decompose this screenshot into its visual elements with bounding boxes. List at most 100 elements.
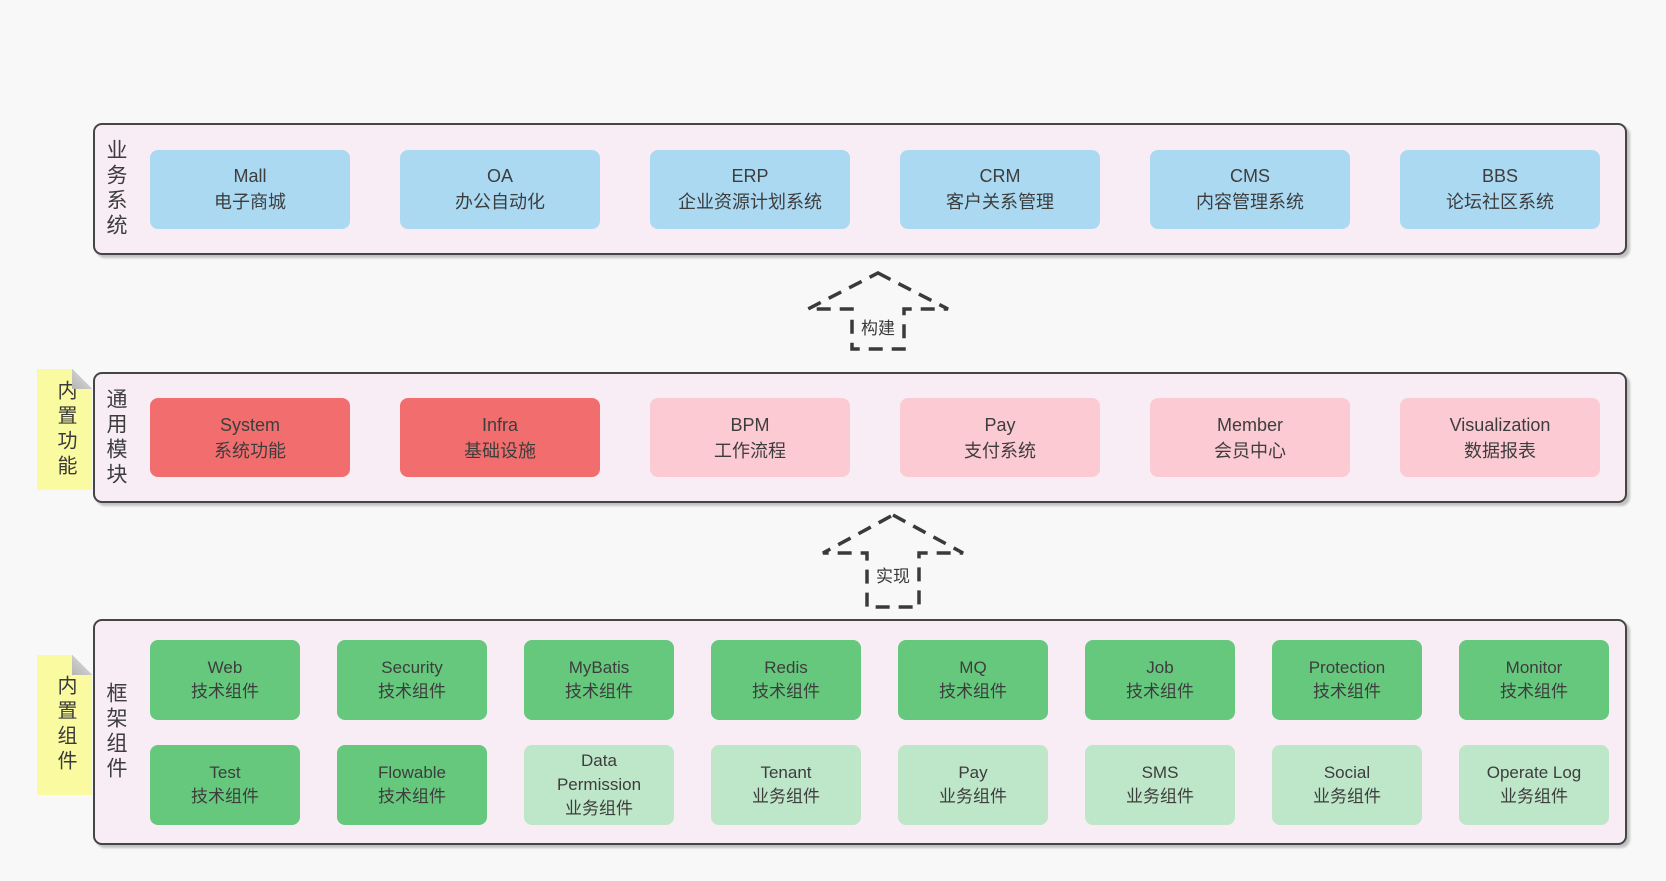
box-subtitle: 技术组件 [191,681,259,701]
box-title: Protection [1308,657,1386,677]
box-member: Member 会员中心 [1150,398,1350,477]
box-crm: CRM 客户关系管理 [900,149,1100,229]
arrow-implement-label: 实现 [873,562,913,587]
box-subtitle: 业务组件 [752,786,820,806]
box-subtitle: 客户关系管理 [946,192,1054,212]
box-subtitle: 内容管理系统 [1196,192,1304,212]
box-test: Test 技术组件 [150,744,300,825]
box-bbs: BBS 论坛社区系统 [1400,149,1600,229]
box-subtitle: 业务组件 [1500,786,1568,806]
box-subtitle: 工作流程 [714,440,786,461]
box-redis: Redis 技术组件 [711,639,861,720]
box-subtitle: 技术组件 [191,786,259,806]
business-systems-panel: 业务系统 Mall 电子商城 OA 办公自动化 ERP 企业资源计划系统 CRM… [93,123,1627,255]
box-subtitle: 技术组件 [378,786,446,806]
box-title: ERP [731,166,769,186]
box-title: Tenant [760,762,812,782]
box-title: Job [1146,657,1174,677]
box-security: Security 技术组件 [337,639,487,720]
box-web: Web 技术组件 [150,639,300,720]
up-arrow-icon [807,271,949,351]
box-subtitle: 技术组件 [1313,681,1381,701]
box-title: Data Permission [556,750,642,794]
box-tenant: Tenant 业务组件 [711,744,861,825]
box-subtitle: 电子商城 [214,192,286,212]
box-flowable: Flowable 技术组件 [337,744,487,825]
panel-label-business: 业务系统 [104,139,127,239]
box-subtitle: 论坛社区系统 [1446,192,1554,212]
arrow-build-label: 构建 [858,314,898,339]
panel-label-modules: 通用模块 [104,387,127,488]
box-title: Monitor [1505,657,1563,677]
note-built-in-features: 内置功能 [37,369,92,490]
box-bpm: BPM 工作流程 [650,398,850,477]
framework-components-panel: 框架组件 Web 技术组件 Security 技术组件 MyBatis 技术组件… [93,619,1627,845]
box-data-permission: Data Permission 业务组件 [524,744,674,825]
box-title: Social [1323,762,1371,782]
box-title: BBS [1481,166,1519,186]
box-subtitle: 业务组件 [565,798,633,818]
box-oa: OA 办公自动化 [400,149,600,229]
up-arrow-icon [822,513,964,609]
box-title: System [219,414,280,435]
folded-corner-icon [72,655,92,675]
framework-row-2: Test 技术组件 Flowable 技术组件 Data Permission … [150,744,1609,825]
box-title: Flowable [377,762,447,782]
box-subtitle: 系统功能 [214,440,286,461]
box-title: Infra [481,414,519,435]
box-title: Test [209,762,241,782]
box-job: Job 技术组件 [1085,639,1235,720]
panel-label-framework: 框架组件 [104,682,127,782]
note-built-in-components: 内置组件 [37,655,92,795]
box-erp: ERP 企业资源计划系统 [650,149,850,229]
box-protection: Protection 技术组件 [1272,639,1422,720]
box-subtitle: 技术组件 [1500,681,1568,701]
box-title: MQ [959,657,987,677]
arrow-implement: 实现 [819,512,967,610]
box-sms: SMS 业务组件 [1085,744,1235,825]
box-subtitle: 数据报表 [1464,440,1536,461]
box-subtitle: 技术组件 [939,681,1007,701]
box-title: CRM [979,166,1021,186]
box-subtitle: 技术组件 [1126,681,1194,701]
box-pay-biz: Pay 业务组件 [898,744,1048,825]
box-subtitle: 业务组件 [939,786,1007,806]
box-subtitle: 支付系统 [964,440,1036,461]
box-title: CMS [1230,166,1270,186]
box-pay: Pay 支付系统 [900,398,1100,477]
box-subtitle: 基础设施 [464,440,536,461]
box-title: Mall [233,166,267,186]
folded-corner-icon [72,369,92,389]
box-social: Social 业务组件 [1272,744,1422,825]
box-visualization: Visualization 数据报表 [1400,398,1600,477]
box-title: Pay [984,414,1016,435]
box-subtitle: 技术组件 [378,681,446,701]
box-title: OA [486,166,513,186]
note-text: 内置组件 [54,675,76,775]
box-system: System 系统功能 [150,398,350,477]
box-title: Redis [764,657,808,677]
note-text: 内置功能 [54,379,76,480]
box-mybatis: MyBatis 技术组件 [524,639,674,720]
box-title: Visualization [1449,414,1551,435]
box-title: Security [381,657,443,677]
box-subtitle: 技术组件 [752,681,820,701]
box-cms: CMS 内容管理系统 [1150,149,1350,229]
box-title: Member [1216,414,1283,435]
box-subtitle: 技术组件 [565,681,633,701]
arrow-build: 构建 [804,270,952,352]
box-title: SMS [1141,762,1179,782]
framework-row-1: Web 技术组件 Security 技术组件 MyBatis 技术组件 Redi… [150,639,1609,720]
business-boxes-row: Mall 电子商城 OA 办公自动化 ERP 企业资源计划系统 CRM 客户关系… [150,149,1600,229]
box-mall: Mall 电子商城 [150,149,350,229]
modules-boxes-row: System 系统功能 Infra 基础设施 BPM 工作流程 Pay 支付系统… [150,398,1600,477]
box-mq: MQ 技术组件 [898,639,1048,720]
common-modules-panel: 通用模块 System 系统功能 Infra 基础设施 BPM 工作流程 Pay… [93,372,1627,503]
box-title: Web [207,657,243,677]
box-subtitle: 企业资源计划系统 [678,192,822,212]
box-monitor: Monitor 技术组件 [1459,639,1609,720]
box-subtitle: 业务组件 [1126,786,1194,806]
box-title: MyBatis [568,657,630,677]
box-infra: Infra 基础设施 [400,398,600,477]
